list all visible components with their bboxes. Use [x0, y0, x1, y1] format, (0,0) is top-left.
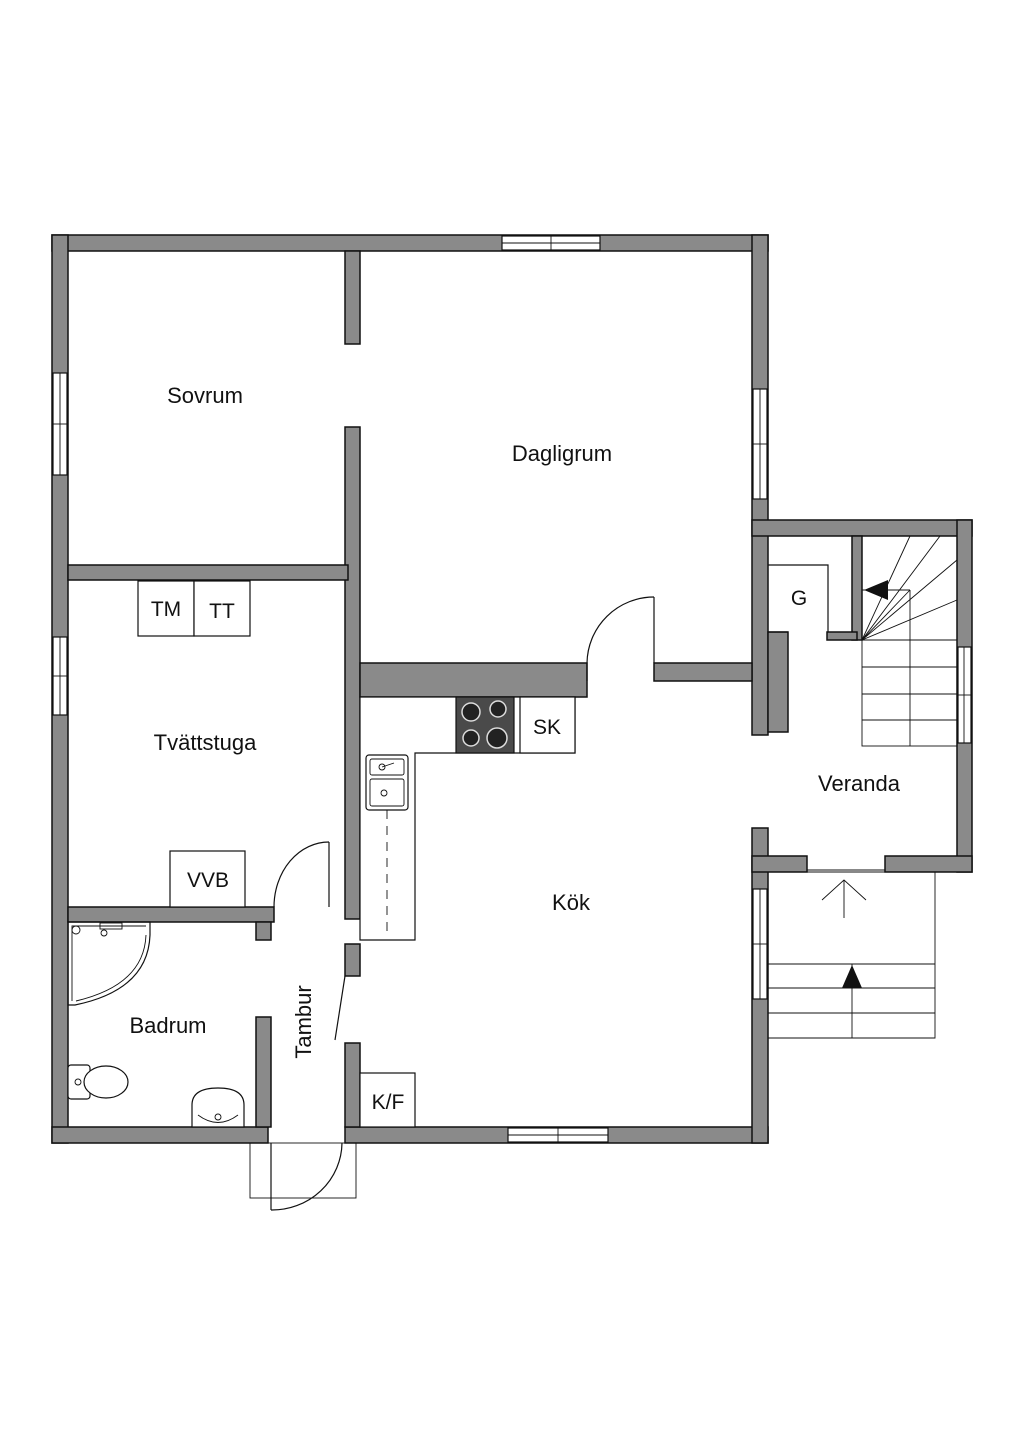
- bathroom-sink: [191, 1087, 245, 1128]
- wall-tambur-kok-lower: [344, 1042, 361, 1128]
- window-veranda: [957, 646, 972, 744]
- room-labels: Sovrum Dagligrum Tvättstuga Kök Veranda …: [129, 383, 900, 1059]
- room-label-kok: Kök: [552, 890, 591, 915]
- room-label-dagligrum: Dagligrum: [512, 441, 612, 466]
- veranda-north-wall: [751, 519, 973, 537]
- room-label-veranda: Veranda: [818, 771, 901, 796]
- veranda-south-wall-west: [751, 855, 808, 873]
- wall-sovrum-dagligrum-upper: [344, 250, 361, 345]
- inner-staircase: [861, 535, 958, 747]
- wall-tambur-kok-upper: [344, 943, 361, 977]
- outdoor-steps: [768, 871, 936, 1039]
- door-tvattstuga-tambur: [273, 841, 330, 908]
- sk-label: SK: [533, 716, 561, 739]
- vvb-label: VVB: [187, 869, 229, 892]
- entrance-door: [249, 1142, 357, 1211]
- window-tvattstuga: [52, 636, 68, 716]
- south-wall-west: [51, 1126, 269, 1144]
- window-kok-east: [752, 888, 768, 1000]
- wall-dagligrum-kok-east: [653, 662, 753, 682]
- veranda-stub: [767, 631, 789, 733]
- g-label: G: [791, 587, 807, 610]
- door-tambur-kok: [334, 975, 346, 1041]
- wall-badrum-tambur: [255, 1016, 272, 1128]
- wall-tvattstuga-badrum: [67, 906, 275, 923]
- interior-walls: [67, 250, 753, 1128]
- door-dagligrum-kok: [586, 596, 655, 681]
- doors: [249, 596, 885, 1211]
- stair-wall: [851, 535, 863, 641]
- step-arrow-icon: [842, 965, 862, 988]
- wall-dagligrum-kok-west: [359, 662, 588, 698]
- window-north: [501, 235, 601, 251]
- tt-dryer: [193, 580, 251, 637]
- window-south: [507, 1127, 609, 1143]
- room-label-tambur: Tambur: [291, 985, 316, 1058]
- north-wall: [51, 234, 769, 252]
- kitchen-fixtures: SK K/F: [359, 696, 576, 1128]
- stove: [455, 696, 515, 754]
- window-dagligrum-east: [752, 388, 768, 500]
- room-label-badrum: Badrum: [129, 1013, 206, 1038]
- room-label-tvattstuga: Tvättstuga: [154, 730, 257, 755]
- laundry-fixtures: TM TT VVB: [137, 580, 251, 908]
- kf-label: K/F: [372, 1091, 405, 1114]
- closet-outline: [768, 564, 829, 632]
- tm-label: TM: [151, 598, 181, 621]
- shower: [67, 921, 151, 1006]
- sk-cabinet: [519, 696, 576, 754]
- wall-badrum-stub: [255, 921, 272, 941]
- vvb-water-heater: [169, 850, 246, 908]
- room-label-sovrum: Sovrum: [167, 383, 243, 408]
- veranda-south-wall-east: [884, 855, 973, 873]
- kitchen-sink: [365, 754, 409, 811]
- kf-refrigerator: [359, 1072, 416, 1128]
- stair-arrow-icon: [864, 580, 888, 600]
- toilet: [67, 1064, 129, 1100]
- wall-sovrum-dagligrum-lower: [344, 426, 361, 920]
- wall-sovrum-tvattstuga: [67, 564, 349, 581]
- tt-label: TT: [209, 600, 235, 623]
- tm-washer: [137, 580, 195, 637]
- closet-wall: [826, 631, 858, 641]
- exterior-walls: [51, 234, 769, 1144]
- window-sovrum: [52, 372, 68, 476]
- windows: [52, 235, 972, 1143]
- bathroom-fixtures: [67, 921, 245, 1128]
